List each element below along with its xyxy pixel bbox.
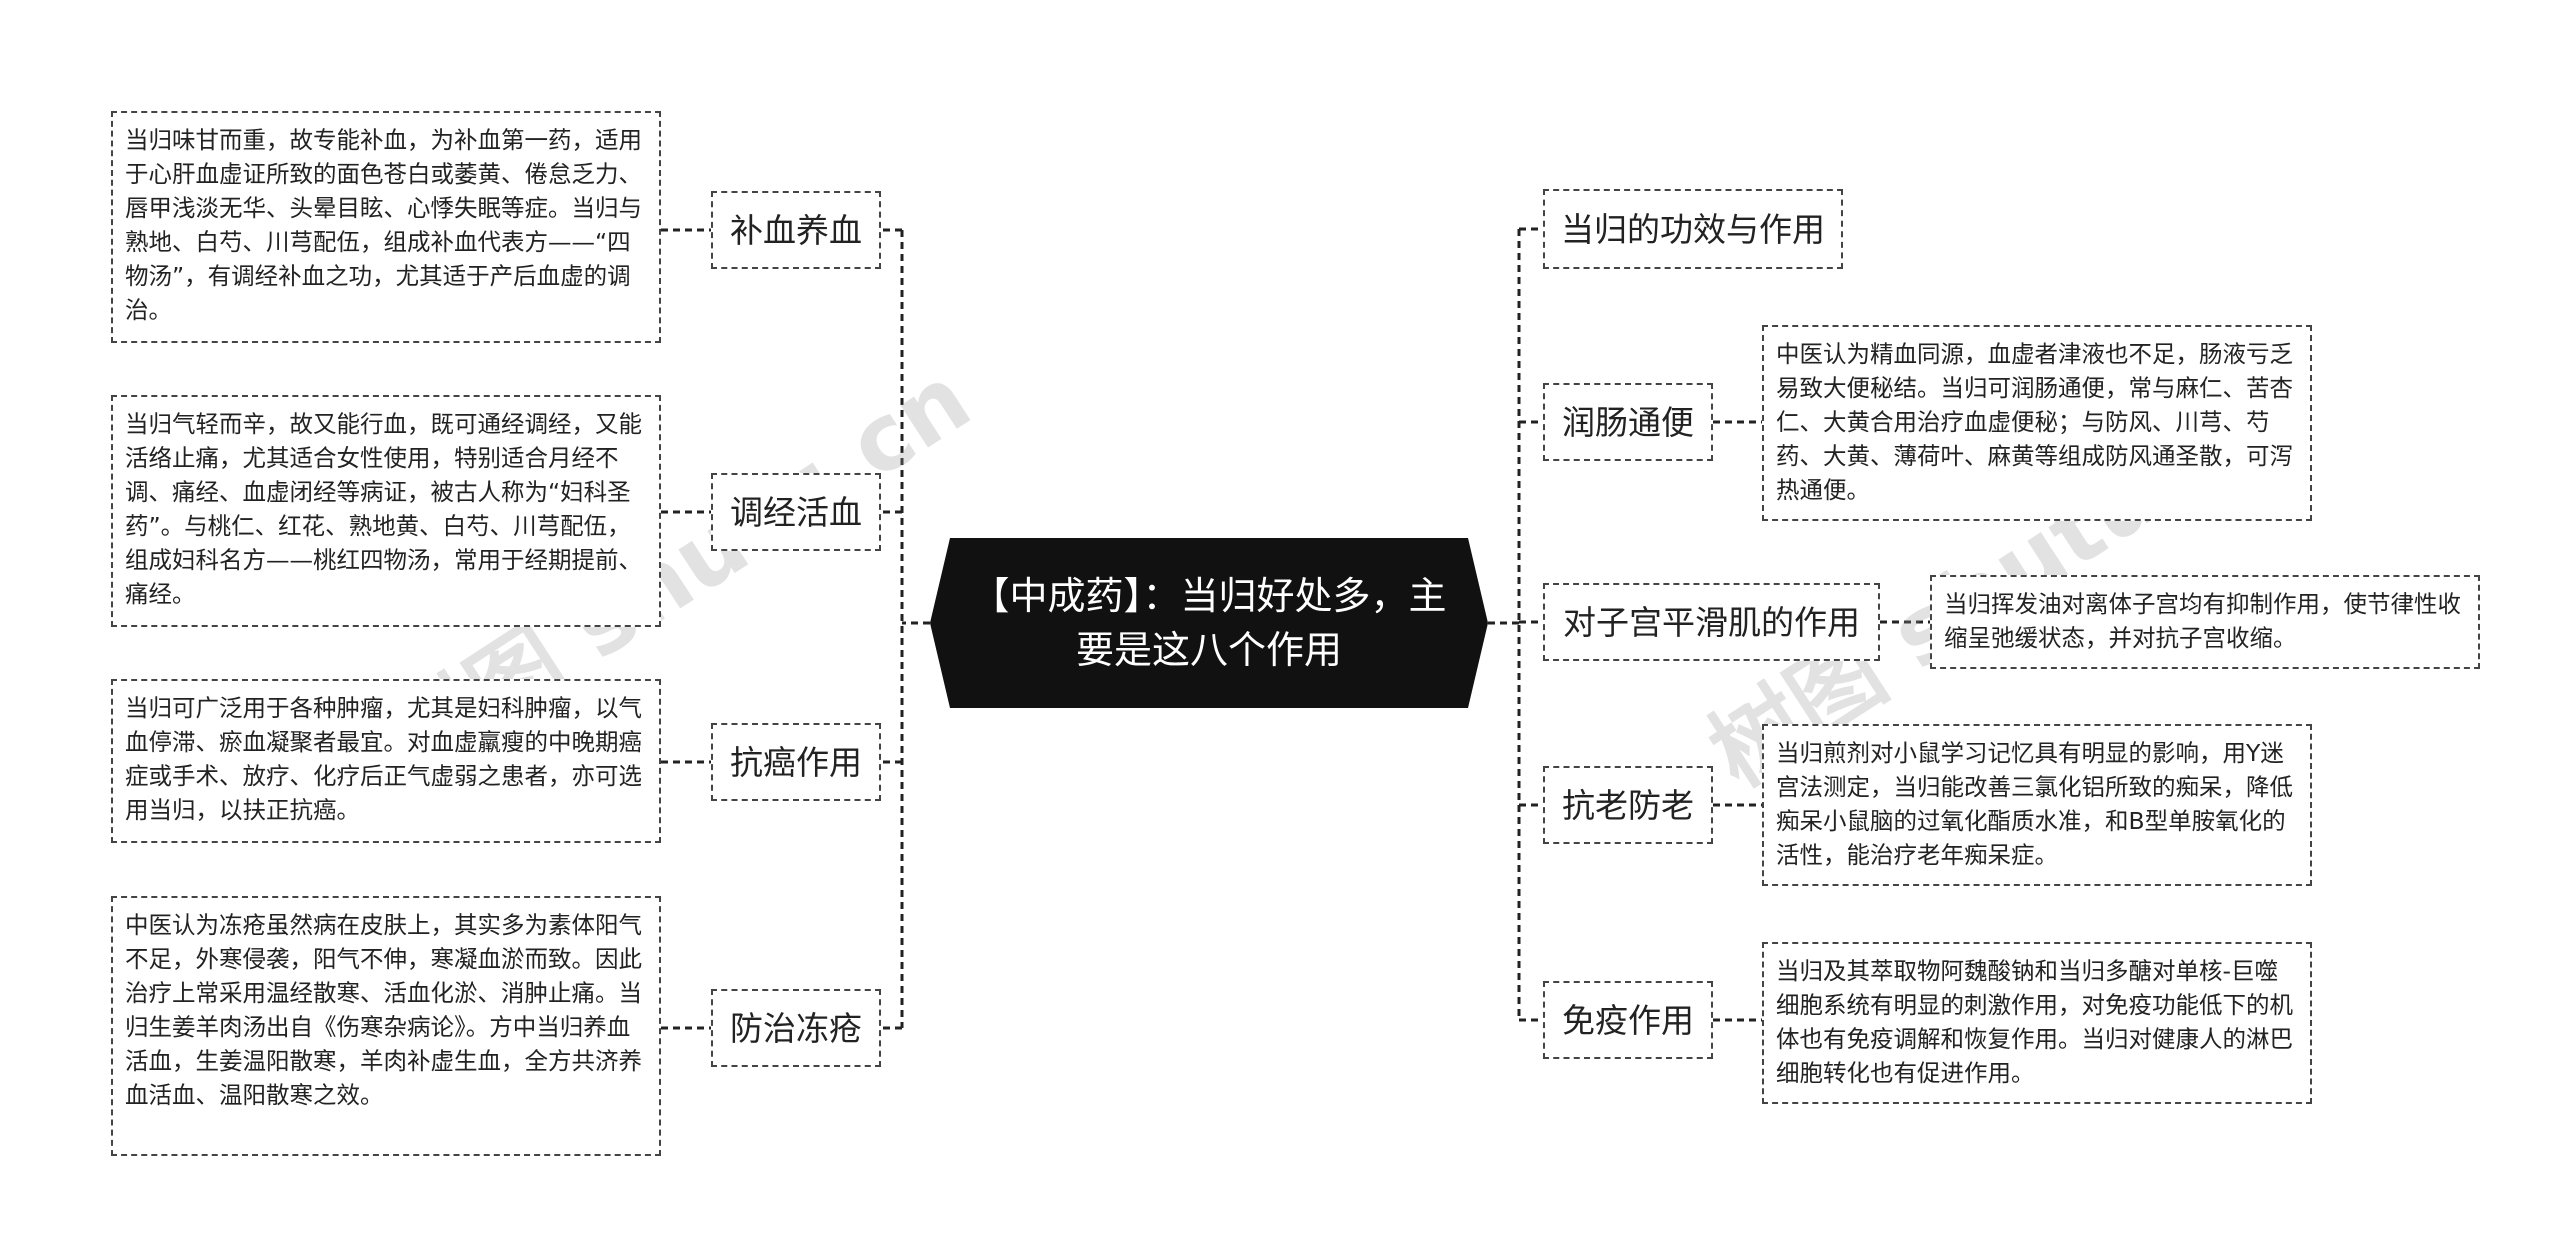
branch-对子宫平滑肌的作用[interactable]: 对子宫平滑肌的作用 — [1543, 583, 1880, 661]
leaf-润肠通便: 中医认为精血同源，血虚者津液也不足，肠液亏乏易致大便秘结。当归可润肠通便，常与麻… — [1762, 325, 2312, 521]
leaf-抗癌作用: 当归可广泛用于各种肿瘤，尤其是妇科肿瘤，以气血停滞、瘀血凝聚者最宜。对血虚羸瘦的… — [111, 679, 661, 843]
root-node[interactable]: 【中成药】：当归好处多，主要是这八个作用 — [930, 538, 1488, 708]
branch-防治冻疮[interactable]: 防治冻疮 — [711, 989, 881, 1067]
branch-调经活血[interactable]: 调经活血 — [711, 473, 881, 551]
leaf-调经活血: 当归气轻而辛，故又能行血，既可通经调经，又能活络止痛，尤其适合女性使用，特别适合… — [111, 395, 661, 627]
branch-润肠通便[interactable]: 润肠通便 — [1543, 383, 1713, 461]
leaf-抗老防老: 当归煎剂对小鼠学习记忆具有明显的影响，用Y迷宫法测定，当归能改善三氯化铝所致的痴… — [1762, 724, 2312, 886]
leaf-对子宫平滑肌的作用: 当归挥发油对离体子宫均有抑制作用，使节律性收缩呈弛缓状态，并对抗子宫收缩。 — [1930, 575, 2480, 669]
root-shape — [930, 538, 1488, 708]
leaf-免疫作用: 当归及其萃取物阿魏酸钠和当归多醣对单核-巨噬细胞系统有明显的刺激作用，对免疫功能… — [1762, 942, 2312, 1104]
leaf-补血养血: 当归味甘而重，故专能补血，为补血第一药，适用于心肝血虚证所致的面色苍白或萎黄、倦… — [111, 111, 661, 343]
branch-抗癌作用[interactable]: 抗癌作用 — [711, 723, 881, 801]
branch-补血养血[interactable]: 补血养血 — [711, 191, 881, 269]
root-title: 【中成药】：当归好处多，主要是这八个作用 — [971, 574, 1447, 672]
branch-免疫作用[interactable]: 免疫作用 — [1543, 981, 1713, 1059]
leaf-防治冻疮: 中医认为冻疮虽然病在皮肤上，其实多为素体阳气不足，外寒侵袭，阳气不伸，寒凝血淤而… — [111, 896, 661, 1156]
branch-抗老防老[interactable]: 抗老防老 — [1543, 766, 1713, 844]
branch-当归的功效与作用[interactable]: 当归的功效与作用 — [1543, 189, 1843, 269]
